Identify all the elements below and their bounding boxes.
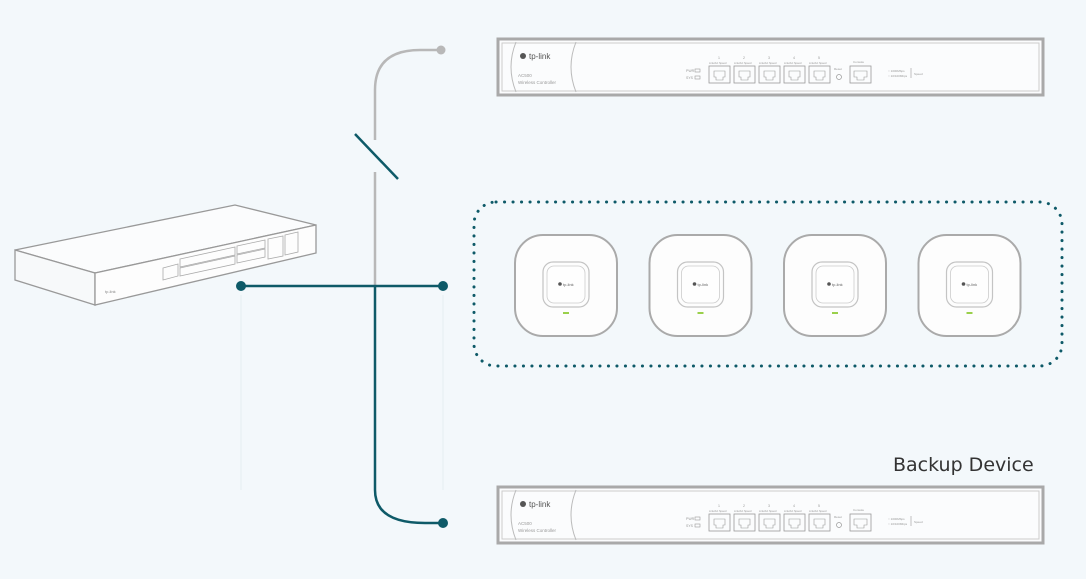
ethernet-port-icon[interactable] (708, 65, 731, 84)
led-indicator (694, 523, 701, 528)
port-number: 3 (768, 504, 770, 508)
ap-group-outline (472, 200, 1064, 368)
link-endpoint-dot (236, 281, 246, 291)
tplink-logo-icon (558, 282, 562, 286)
speed-group-label: Speed (914, 520, 923, 524)
console-label: Console (853, 60, 864, 64)
link-endpoint-dot (438, 281, 448, 291)
ethernet-port-icon[interactable] (758, 513, 781, 532)
led-label: SYS (686, 524, 694, 528)
speed-label: ○ 1000Mbps (888, 69, 905, 73)
reset-label: Reset (834, 515, 842, 519)
ethernet-port-icon[interactable] (708, 513, 731, 532)
controller-chassis (496, 485, 1045, 545)
brand-logo: tp-link (529, 500, 551, 509)
ethernet-port-icon[interactable] (783, 513, 806, 532)
access-point[interactable]: tp-link (783, 234, 887, 337)
link-endpoint-dot (436, 45, 446, 55)
port-sub-label: Link/Act Speed (709, 509, 727, 513)
subtitle-label: Wireless Controller (518, 80, 557, 85)
reset-button[interactable] (836, 74, 842, 80)
subtitle-label: Wireless Controller (518, 528, 557, 533)
led-label: PWR (686, 69, 695, 73)
ethernet-port-icon[interactable] (808, 65, 831, 84)
link-endpoint-dot (438, 518, 448, 528)
reset-button[interactable] (836, 522, 842, 528)
tplink-logo-text: tp-link (105, 289, 116, 294)
active-link-backup (373, 286, 443, 525)
tplink-logo-icon (520, 53, 526, 59)
port-sub-label: Link/Act Speed (759, 509, 777, 513)
port-sub-label: Link/Act Speed (784, 61, 802, 65)
port-number: 3 (768, 56, 770, 60)
led-label: SYS (686, 76, 694, 80)
brand-logo: tp-link (529, 52, 551, 61)
model-label: AC500 (518, 73, 532, 78)
tplink-logo-icon (827, 282, 831, 286)
port-number: 2 (743, 504, 745, 508)
backup-device-label: Backup Device (893, 454, 1034, 476)
access-point[interactable]: tp-link (917, 234, 1022, 337)
console-label: Console (853, 508, 864, 512)
port-number: 4 (793, 56, 795, 60)
ethernet-port-icon[interactable] (758, 65, 781, 84)
ap-status-led (966, 312, 973, 314)
access-point[interactable]: tp-link (514, 234, 618, 337)
access-point[interactable]: tp-link (648, 234, 753, 337)
speed-group-label: Speed (914, 72, 923, 76)
tplink-logo-icon (692, 282, 697, 286)
model-label: AC500 (518, 521, 532, 526)
tplink-logo-icon (961, 282, 966, 286)
ethernet-port-icon[interactable] (783, 65, 806, 84)
tplink-logo-icon (520, 501, 526, 507)
led-label: PWR (686, 517, 695, 521)
ap-brand-logo: tp-link (832, 282, 843, 287)
ap-brand-logo: tp-link (563, 282, 574, 287)
port-sub-label: Link/Act Speed (784, 509, 802, 513)
port-sub-label: Link/Act Speed (709, 61, 727, 65)
port-number: 1 (718, 504, 720, 508)
ap-brand-logo: tp-link (698, 282, 709, 287)
console-port-icon[interactable] (849, 513, 872, 532)
port-number: 5 (818, 504, 820, 508)
ap-status-led (697, 312, 704, 314)
inactive-link-primary (373, 48, 441, 285)
port-sub-label: Link/Act Speed (759, 61, 777, 65)
ethernet-port-icon[interactable] (808, 513, 831, 532)
led-indicator (694, 75, 701, 80)
port-sub-label: Link/Act Speed (734, 61, 752, 65)
speed-label: ○ 10/100Mbps (888, 74, 908, 78)
ethernet-port-icon[interactable] (733, 513, 756, 532)
port-sub-label: Link/Act Speed (809, 509, 827, 513)
ap-status-led (563, 312, 569, 314)
controller-chassis (496, 37, 1045, 97)
ap-status-led (832, 312, 838, 314)
led-indicator (694, 516, 701, 521)
ethernet-port-icon[interactable] (733, 65, 756, 84)
port-number: 4 (793, 504, 795, 508)
speed-label: ○ 10/100Mbps (888, 522, 908, 526)
port-sub-label: Link/Act Speed (734, 509, 752, 513)
broken-link-slash-icon (354, 133, 399, 180)
port-sub-label: Link/Act Speed (809, 61, 827, 65)
speed-label: ○ 1000Mbps (888, 517, 905, 521)
switch-device[interactable]: tp-link (14, 204, 317, 306)
reset-label: Reset (834, 67, 842, 71)
port-number: 2 (743, 56, 745, 60)
console-port-icon[interactable] (849, 65, 872, 84)
ap-brand-logo: tp-link (967, 282, 978, 287)
port-number: 1 (718, 56, 720, 60)
led-indicator (694, 68, 701, 73)
port-number: 5 (818, 56, 820, 60)
